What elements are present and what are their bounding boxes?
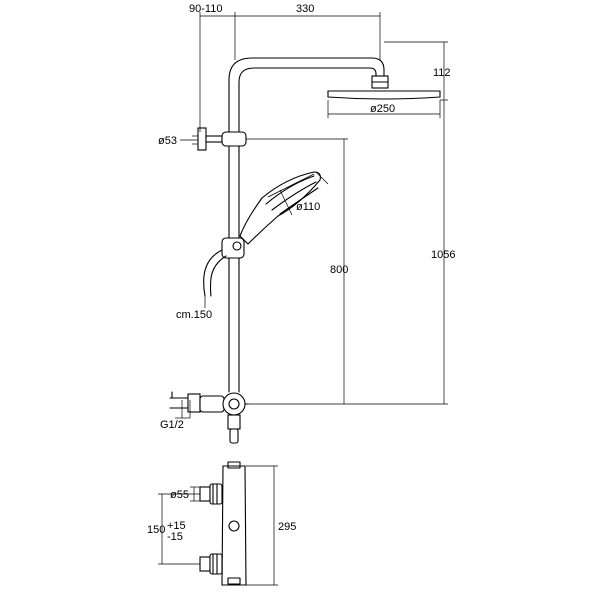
column-mixer <box>169 391 249 444</box>
wall-bracket-top <box>197 127 247 151</box>
rain-shower-head <box>327 90 441 100</box>
dimension-labels: 90-110 330 112 ø250 ø53 ø110 800 1056 cm… <box>147 3 455 543</box>
hand-shower <box>239 171 321 245</box>
label-hose-length: cm.150 <box>176 309 212 321</box>
label-head-drop: 112 <box>433 67 451 79</box>
label-inlet-thread: G1/2 <box>160 419 184 431</box>
inlet-lower <box>199 553 223 575</box>
inlet-upper <box>199 483 223 505</box>
shower-column <box>169 57 441 444</box>
label-inlet-diameter: ø55 <box>170 489 189 501</box>
hose <box>203 249 223 297</box>
label-center-distance: 150 <box>147 524 165 536</box>
label-arm-length: 330 <box>296 3 314 15</box>
label-valve-height: 295 <box>278 521 296 533</box>
riser-pipe-inner <box>238 67 377 393</box>
label-tolerance-minus: -15 <box>167 531 183 543</box>
thermostatic-valve <box>199 461 247 586</box>
label-hand-shower-diameter: ø110 <box>296 201 320 213</box>
label-bar-height: 800 <box>330 264 348 276</box>
label-bracket-diameter: ø53 <box>158 135 177 147</box>
dimension-lines <box>158 12 448 586</box>
label-total-height: 1056 <box>431 249 455 261</box>
label-wall-offset: 90-110 <box>189 3 222 15</box>
riser-pipe <box>228 57 385 393</box>
slider-holder <box>221 237 245 259</box>
label-tolerance-plus: +15 <box>167 520 186 532</box>
label-head-diameter: ø250 <box>370 103 395 115</box>
